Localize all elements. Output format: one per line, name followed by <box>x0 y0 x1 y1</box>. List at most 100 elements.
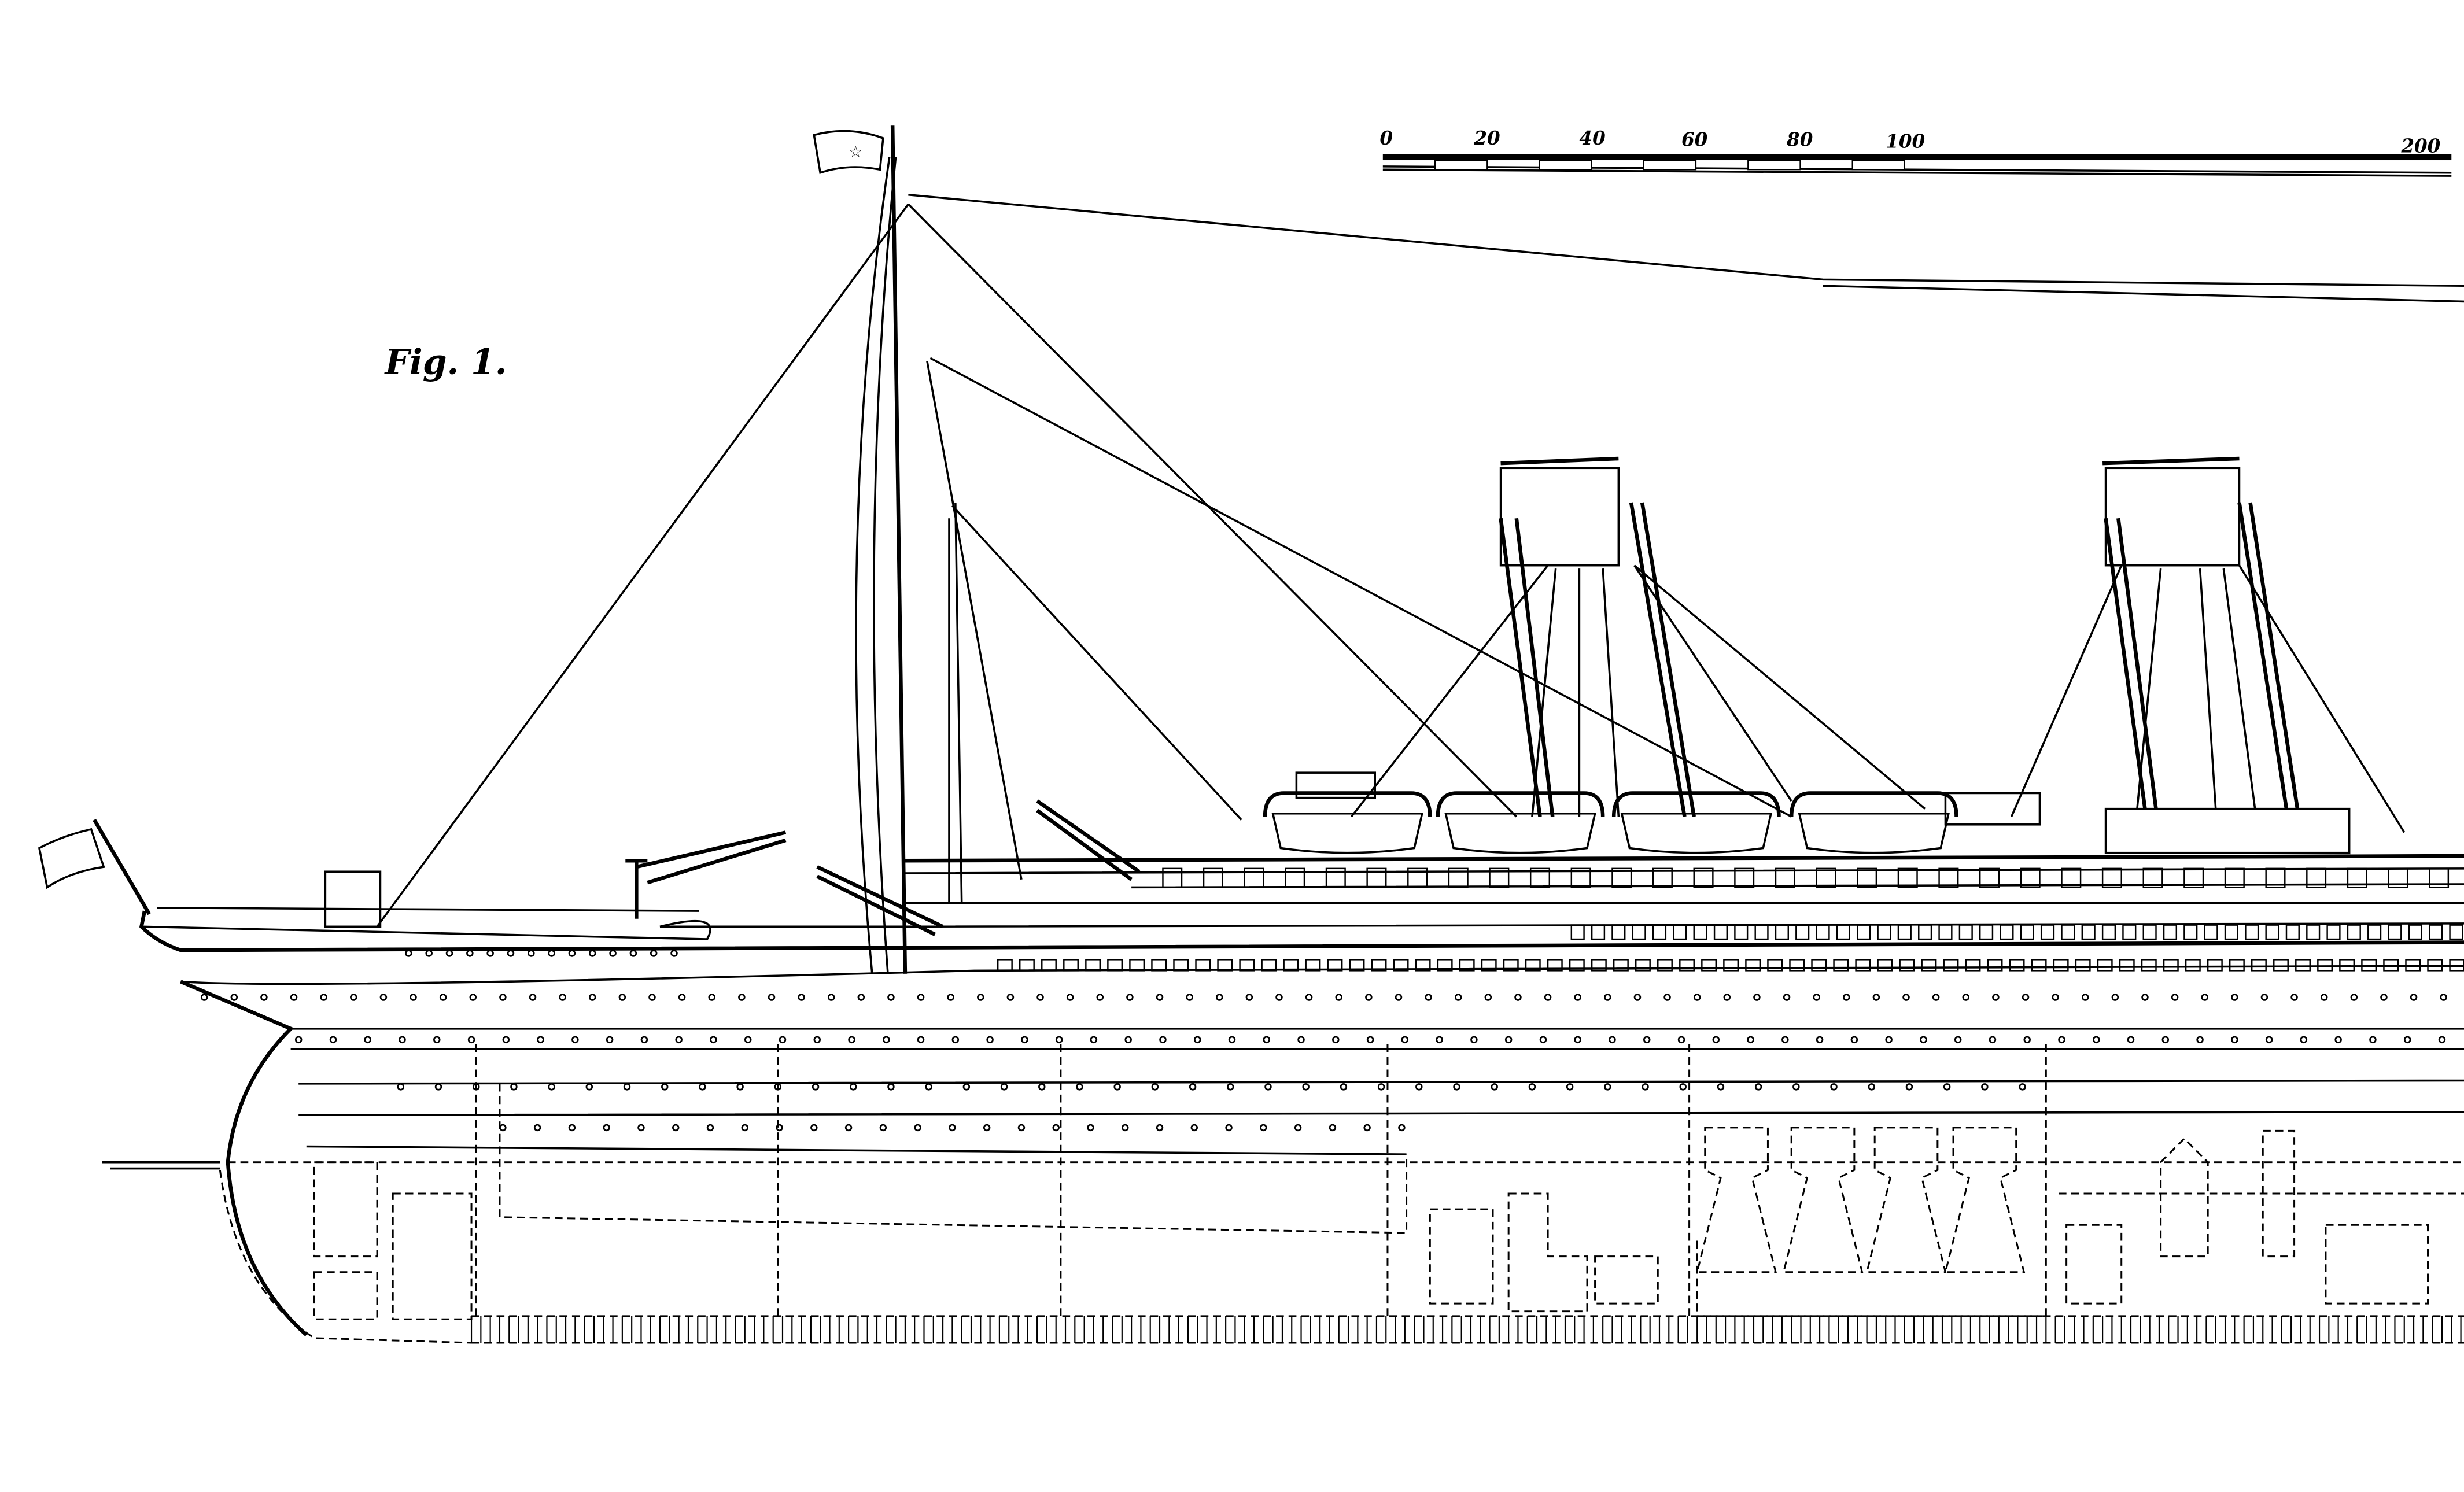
porthole <box>1850 1036 1858 1044</box>
porthole <box>529 994 537 1001</box>
porthole <box>706 1124 714 1132</box>
window <box>2317 959 2333 972</box>
window <box>2075 959 2091 972</box>
davit <box>1611 791 1781 817</box>
porthole <box>844 1124 853 1132</box>
porthole <box>1159 1036 1167 1044</box>
window <box>1415 959 1431 972</box>
porthole <box>2320 994 2328 1001</box>
porthole <box>2334 1036 2342 1044</box>
porthole <box>1113 1083 1121 1091</box>
porthole <box>1395 994 1403 1001</box>
porthole <box>736 1083 744 1091</box>
porthole <box>1514 994 1522 1001</box>
porthole <box>983 1124 991 1132</box>
window <box>1673 924 1687 940</box>
davit <box>1263 791 1432 817</box>
window <box>1701 959 1717 972</box>
porthole <box>260 994 268 1001</box>
window <box>2339 959 2355 972</box>
window <box>1393 959 1409 972</box>
porthole <box>559 994 566 1001</box>
window <box>2326 924 2341 940</box>
window <box>1938 867 1959 888</box>
window <box>1325 867 1346 888</box>
window <box>1366 867 1387 888</box>
window <box>2361 959 2377 972</box>
porthole <box>914 1124 921 1132</box>
porthole <box>1717 1083 1725 1091</box>
porthole <box>1260 1124 1267 1132</box>
porthole <box>1712 1036 1720 1044</box>
porthole <box>1753 994 1761 1001</box>
porthole <box>320 994 327 1001</box>
window <box>1547 959 1563 972</box>
porthole <box>1297 1036 1305 1044</box>
window <box>2009 959 2025 972</box>
window <box>1816 867 1836 888</box>
window <box>2429 867 2450 888</box>
porthole <box>1830 1083 1838 1091</box>
window <box>1285 867 1305 888</box>
boiler <box>1865 1127 1947 1273</box>
porthole <box>744 1036 752 1044</box>
porthole <box>618 994 626 1001</box>
porthole <box>507 950 515 957</box>
porthole <box>1000 1083 1008 1091</box>
lifeboat <box>1444 813 1596 854</box>
window <box>1151 959 1167 972</box>
window <box>1503 959 1519 972</box>
porthole <box>1126 994 1134 1001</box>
porthole <box>2019 1083 2026 1091</box>
window <box>1613 959 1629 972</box>
window <box>1569 959 1585 972</box>
window <box>2388 867 2408 888</box>
porthole <box>1604 994 1611 1001</box>
porthole <box>678 994 686 1001</box>
window <box>1938 924 1953 940</box>
window <box>2427 959 2443 972</box>
window <box>1085 959 1101 972</box>
porthole <box>708 994 715 1001</box>
porthole <box>776 1124 783 1132</box>
porthole <box>469 994 477 1001</box>
porthole <box>1398 1124 1406 1132</box>
porthole <box>949 1124 956 1132</box>
porthole <box>1294 1124 1302 1132</box>
porthole <box>947 994 954 1001</box>
porthole <box>1415 1083 1423 1091</box>
porthole <box>1193 1036 1201 1044</box>
porthole <box>1305 994 1313 1001</box>
window <box>997 959 1013 972</box>
bow-flag <box>38 819 151 915</box>
porthole <box>2081 994 2089 1001</box>
porthole <box>1693 994 1701 1001</box>
funnel-2 <box>2102 456 2300 810</box>
porthole <box>499 994 507 1001</box>
porthole <box>675 1036 683 1044</box>
window <box>1635 959 1651 972</box>
porthole <box>670 950 678 957</box>
porthole <box>379 994 388 1001</box>
window <box>2429 924 2443 940</box>
window <box>1019 959 1035 972</box>
porthole <box>857 994 865 1001</box>
porthole <box>813 1036 821 1044</box>
window <box>1877 924 1891 940</box>
davit <box>1789 791 1958 817</box>
window <box>1987 959 2003 972</box>
star-icon: ☆ <box>849 143 862 161</box>
porthole <box>1813 994 1820 1001</box>
porthole <box>1264 1083 1272 1091</box>
window <box>1632 924 1646 940</box>
porthole <box>1038 1083 1046 1091</box>
porthole <box>1124 1036 1132 1044</box>
porthole <box>2022 994 2030 1001</box>
window <box>1795 924 1810 940</box>
window <box>2097 959 2113 972</box>
window <box>1371 959 1387 972</box>
scale-label-20: 20 <box>1473 127 1500 149</box>
porthole <box>1052 1124 1060 1132</box>
porthole <box>294 1036 303 1044</box>
porthole <box>230 994 238 1001</box>
